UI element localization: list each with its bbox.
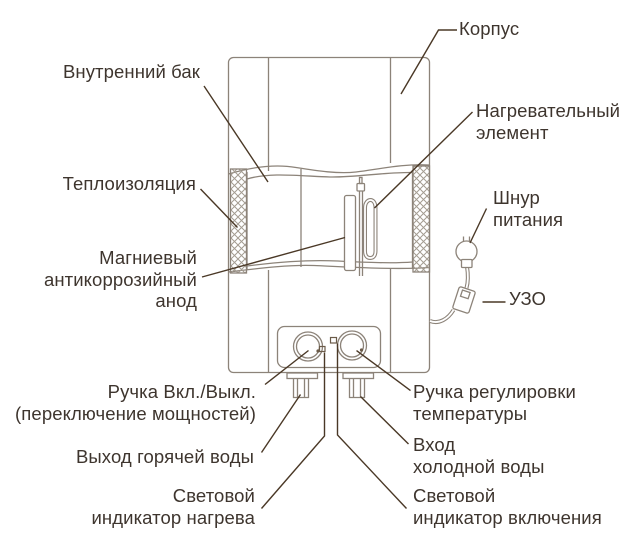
- body-front-face-lines: [267, 57, 392, 373]
- anode-rod: [358, 191, 364, 276]
- leader-inner-tank: [203, 85, 269, 183]
- leader-cold-water-in: [360, 396, 409, 445]
- label-power-knob: Ручка Вкл./Выкл. (переключение мощностей…: [15, 381, 256, 424]
- label-uzo: УЗО: [509, 288, 547, 309]
- label-hot-water-out: Выход горячей воды: [75, 446, 254, 467]
- label-insulation: Теплоизоляция: [62, 173, 196, 194]
- heater-body: [227, 56, 478, 399]
- power-cord-upper-inner: [465, 266, 469, 289]
- hot-pipe-flange: [286, 372, 319, 380]
- anode-plate: [343, 194, 357, 272]
- label-anode: Магниевый антикоррозийный анод: [43, 247, 197, 311]
- temp-knob-inner: [339, 333, 365, 358]
- cutaway-bottom-edge: [228, 264, 430, 273]
- insulation-hatch-left: [229, 168, 248, 274]
- temp-knob-marker: [359, 348, 364, 352]
- insulation-hatch-right: [412, 165, 431, 273]
- power-knob-marker: [316, 349, 320, 353]
- power-cord-lower-inner: [429, 309, 455, 323]
- hot-water-pipe: [292, 378, 310, 399]
- uzo-button: [459, 289, 471, 300]
- cutaway-top-edge: [228, 164, 430, 175]
- label-heat-indicator: Световой индикатор нагрева: [91, 485, 255, 528]
- label-power-indicator: Световой индикатор включения: [413, 485, 602, 528]
- label-power-cord: Шнур питания: [493, 187, 564, 230]
- leader-power-indicator: [336, 343, 408, 509]
- leader-power-knob: [264, 349, 309, 386]
- label-heating-element: Нагревательный элемент: [476, 100, 621, 143]
- body-outline: [227, 56, 431, 374]
- plug-prongs: [462, 236, 471, 242]
- leader-power-cord: [469, 208, 488, 244]
- label-temp-knob: Ручка регулировки температуры: [413, 381, 576, 424]
- plug-neck: [460, 258, 473, 269]
- leader-temp-knob: [356, 349, 411, 392]
- power-indicator-led: [329, 336, 338, 344]
- cold-water-pipe: [348, 378, 366, 399]
- leader-korpus: [400, 29, 457, 95]
- label-inner-tank: Внутренний бак: [62, 61, 200, 82]
- label-cold-water-in: Вход холодной воды: [413, 434, 545, 477]
- label-korpus: Корпус: [459, 18, 520, 39]
- leader-heating-element: [374, 111, 473, 209]
- tank-top-edge: [246, 171, 413, 180]
- leader-heat-indicator: [260, 352, 326, 509]
- leader-hot-water-out: [260, 394, 302, 453]
- leader-insulation: [199, 188, 239, 228]
- anode-tip: [358, 176, 363, 185]
- leader-anode: [201, 236, 346, 278]
- inner-tank-walls: [246, 169, 414, 270]
- leader-lines: [199, 29, 506, 509]
- heat-indicator-led: [318, 345, 326, 353]
- tank-bottom-edge: [246, 259, 413, 267]
- cold-pipe-flange: [342, 372, 375, 380]
- uzo-device: [452, 286, 476, 314]
